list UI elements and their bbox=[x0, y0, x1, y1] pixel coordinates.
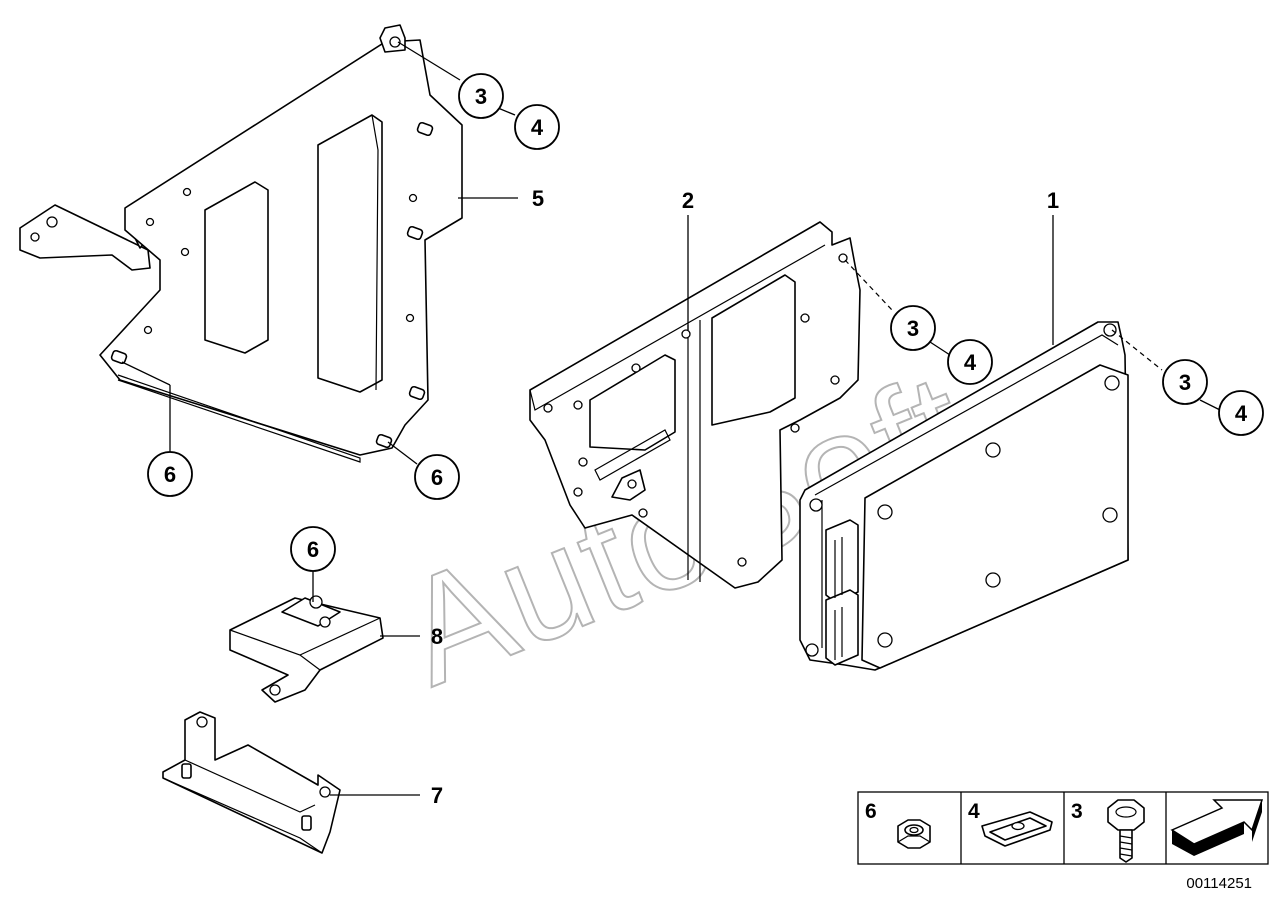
hex-bolt-icon bbox=[1107, 799, 1145, 863]
legend-item-hex-nut[interactable]: 6 bbox=[865, 800, 931, 849]
callout-4a[interactable]: 4 bbox=[514, 104, 560, 150]
bracket-part-5 bbox=[19, 24, 463, 463]
hex-nut-icon bbox=[897, 819, 931, 849]
callout-2[interactable]: 2 bbox=[682, 188, 694, 213]
callout-6b[interactable]: 6 bbox=[414, 454, 460, 500]
hardware-legend: 6 4 3 bbox=[857, 791, 1269, 865]
callout-label: 4 bbox=[964, 350, 977, 375]
callout-3b[interactable]: 3 bbox=[890, 305, 936, 351]
callout-7[interactable]: 7 bbox=[431, 783, 443, 808]
callout-label: 1 bbox=[1047, 188, 1059, 213]
legend-number: 3 bbox=[1071, 800, 1083, 823]
callout-label: 4 bbox=[1235, 401, 1248, 426]
clip-nut-icon bbox=[981, 811, 1053, 847]
diagram-id: 00114251 bbox=[1186, 875, 1252, 892]
bracket-part-7 bbox=[162, 711, 341, 854]
legend-number: 6 bbox=[865, 800, 877, 823]
module-part-8 bbox=[229, 595, 384, 703]
legend-number: 4 bbox=[968, 800, 980, 823]
control-unit-part-1 bbox=[799, 321, 1129, 671]
callout-label: 6 bbox=[164, 462, 176, 487]
callout-6a[interactable]: 6 bbox=[147, 451, 193, 497]
callout-label: 8 bbox=[431, 624, 443, 649]
callout-label: 3 bbox=[907, 316, 919, 341]
callout-3c[interactable]: 3 bbox=[1162, 359, 1208, 405]
callout-label: 3 bbox=[1179, 370, 1191, 395]
callout-label: 7 bbox=[431, 783, 443, 808]
legend-item-hex-bolt[interactable]: 3 bbox=[1071, 799, 1145, 863]
callout-label: 2 bbox=[682, 188, 694, 213]
callout-label: 5 bbox=[532, 186, 544, 211]
callout-label: 4 bbox=[531, 115, 544, 140]
callout-5[interactable]: 5 bbox=[532, 186, 544, 211]
callout-label: 6 bbox=[307, 537, 319, 562]
callout-6c[interactable]: 6 bbox=[290, 526, 336, 572]
callout-4c[interactable]: 4 bbox=[1218, 390, 1264, 436]
callout-4b[interactable]: 4 bbox=[947, 339, 993, 385]
legend-item-clip-nut[interactable]: 4 bbox=[968, 800, 1053, 847]
bracket-part-2 bbox=[529, 221, 861, 589]
callout-label: 6 bbox=[431, 465, 443, 490]
callout-label: 3 bbox=[475, 84, 487, 109]
arrow-icon bbox=[1170, 799, 1264, 856]
leader-lines bbox=[121, 41, 1221, 796]
callout-8[interactable]: 8 bbox=[431, 624, 443, 649]
callout-3a[interactable]: 3 bbox=[458, 73, 504, 119]
callout-1[interactable]: 1 bbox=[1047, 188, 1059, 213]
legend-item-arrow[interactable] bbox=[1170, 799, 1264, 856]
